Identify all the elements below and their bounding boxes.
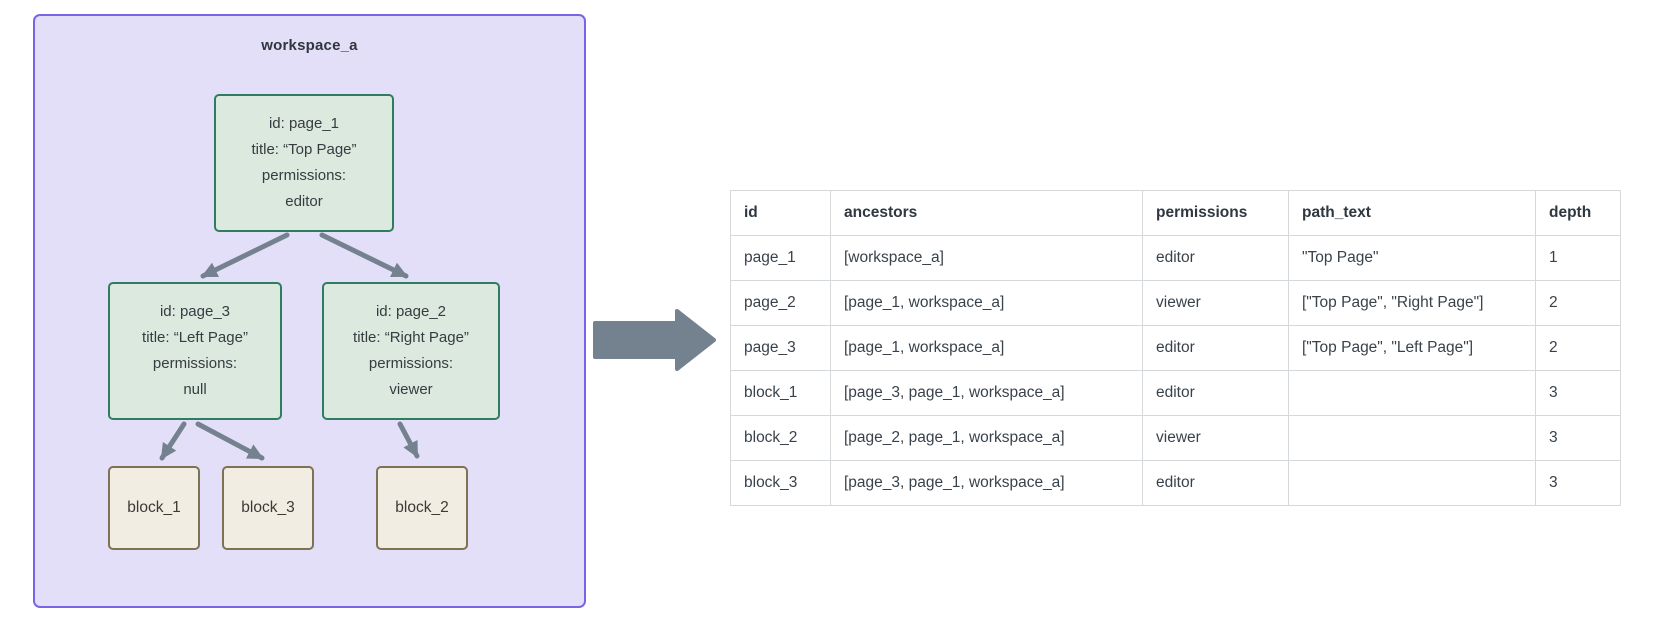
cell-permissions: editor bbox=[1142, 370, 1289, 416]
arrow-page3-to-block1 bbox=[159, 421, 187, 461]
workspace-container: workspace_a id: page_1 title: “Top Page”… bbox=[33, 14, 586, 608]
cell-depth: 3 bbox=[1535, 460, 1621, 506]
cell-ancestors: [page_3, page_1, workspace_a] bbox=[830, 460, 1143, 506]
cell-path-text bbox=[1288, 460, 1536, 506]
node-line: id: page_1 bbox=[268, 115, 340, 132]
cell-id: block_1 bbox=[730, 370, 831, 416]
cell-permissions: editor bbox=[1142, 235, 1289, 281]
header-cell-path-text: path_text bbox=[1288, 190, 1536, 236]
header-cell-depth: depth bbox=[1535, 190, 1621, 236]
table-row-block-2: block_2 [page_2, page_1, workspace_a] vi… bbox=[730, 415, 1621, 461]
table-row-block-1: block_1 [page_3, page_1, workspace_a] ed… bbox=[730, 370, 1621, 416]
cell-path-text bbox=[1288, 415, 1536, 461]
node-page-1: id: page_1 title: “Top Page” permissions… bbox=[214, 94, 394, 232]
node-label: block_2 bbox=[395, 499, 449, 516]
cell-depth: 1 bbox=[1535, 235, 1621, 281]
table-row-page-3: page_3 [page_1, workspace_a] editor ["To… bbox=[730, 325, 1621, 371]
table-row-page-2: page_2 [page_1, workspace_a] viewer ["To… bbox=[730, 280, 1621, 326]
node-page-3: id: page_3 title: “Left Page” permission… bbox=[108, 282, 282, 420]
cell-id: block_2 bbox=[730, 415, 831, 461]
node-line: viewer bbox=[389, 381, 433, 398]
cell-ancestors: [page_1, workspace_a] bbox=[830, 280, 1143, 326]
cell-permissions: editor bbox=[1142, 325, 1289, 371]
node-line: title: “Left Page” bbox=[142, 329, 248, 346]
cell-id: page_1 bbox=[730, 235, 831, 281]
header-cell-id: id bbox=[730, 190, 831, 236]
node-page-2: id: page_2 title: “Right Page” permissio… bbox=[322, 282, 500, 420]
header-cell-ancestors: ancestors bbox=[830, 190, 1143, 236]
cell-permissions: viewer bbox=[1142, 415, 1289, 461]
cell-id: page_2 bbox=[730, 280, 831, 326]
cell-depth: 2 bbox=[1535, 325, 1621, 371]
flow-right-arrow-icon bbox=[593, 309, 716, 371]
cell-ancestors: [workspace_a] bbox=[830, 235, 1143, 281]
header-cell-permissions: permissions bbox=[1142, 190, 1289, 236]
cell-depth: 3 bbox=[1535, 370, 1621, 416]
cell-permissions: editor bbox=[1142, 460, 1289, 506]
cell-path-text bbox=[1288, 370, 1536, 416]
node-line: null bbox=[183, 381, 207, 398]
cell-ancestors: [page_2, page_1, workspace_a] bbox=[830, 415, 1143, 461]
node-line: id: page_2 bbox=[375, 303, 447, 320]
cell-id: block_3 bbox=[730, 460, 831, 506]
cell-ancestors: [page_1, workspace_a] bbox=[830, 325, 1143, 371]
arrow-page1-to-page2 bbox=[319, 232, 409, 279]
cell-path-text: ["Top Page", "Right Page"] bbox=[1288, 280, 1536, 326]
arrow-page1-to-page3 bbox=[200, 232, 290, 279]
table-header-row: id ancestors permissions path_text depth bbox=[730, 190, 1621, 236]
table-row-block-3: block_3 [page_3, page_1, workspace_a] ed… bbox=[730, 460, 1621, 506]
node-line: title: “Top Page” bbox=[251, 141, 357, 158]
cell-depth: 2 bbox=[1535, 280, 1621, 326]
node-block-3: block_3 bbox=[222, 466, 314, 550]
workspace-label: workspace_a bbox=[261, 37, 358, 54]
node-block-1: block_1 bbox=[108, 466, 200, 550]
cell-permissions: viewer bbox=[1142, 280, 1289, 326]
node-line: permissions: bbox=[261, 167, 347, 184]
node-label: block_3 bbox=[241, 499, 295, 516]
node-line: editor bbox=[285, 193, 323, 210]
node-line: title: “Right Page” bbox=[353, 329, 469, 346]
cell-depth: 3 bbox=[1535, 415, 1621, 461]
arrow-page2-to-block2 bbox=[397, 421, 420, 459]
arrow-page3-to-block3 bbox=[195, 421, 265, 461]
result-table: id ancestors permissions path_text depth… bbox=[730, 190, 1621, 506]
node-line: permissions: bbox=[368, 355, 454, 372]
cell-path-text: "Top Page" bbox=[1288, 235, 1536, 281]
node-label: block_1 bbox=[127, 499, 181, 516]
table-row-page-1: page_1 [workspace_a] editor "Top Page" 1 bbox=[730, 235, 1621, 281]
cell-id: page_3 bbox=[730, 325, 831, 371]
node-block-2: block_2 bbox=[376, 466, 468, 550]
cell-path-text: ["Top Page", "Left Page"] bbox=[1288, 325, 1536, 371]
cell-ancestors: [page_3, page_1, workspace_a] bbox=[830, 370, 1143, 416]
node-line: permissions: bbox=[152, 355, 238, 372]
node-line: id: page_3 bbox=[159, 303, 231, 320]
